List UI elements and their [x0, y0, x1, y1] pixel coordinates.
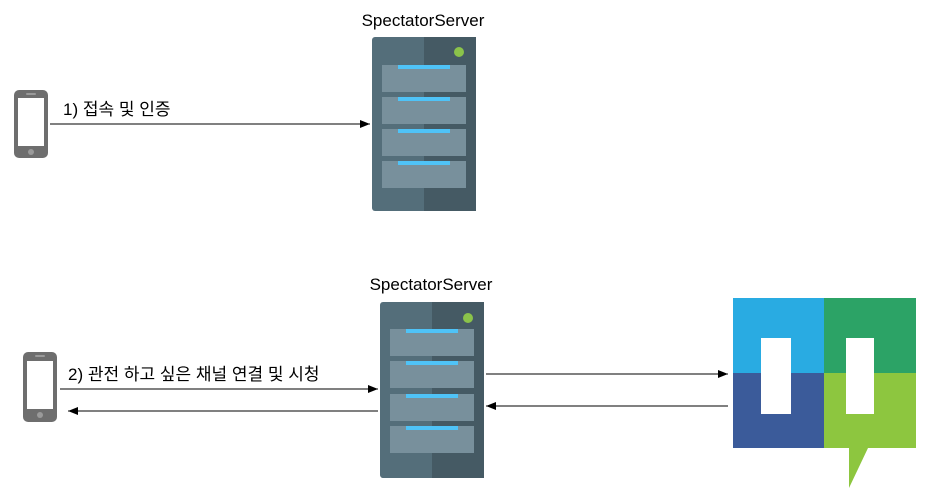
bottom-arrow-label: 2) 관전 하고 싶은 채널 연결 및 시청: [68, 365, 320, 384]
netty-logo: [733, 298, 916, 488]
bottom-phone-icon: [23, 352, 57, 422]
top-phone-icon: [14, 90, 48, 158]
bottom-server-label: SpectatorServer: [370, 275, 493, 294]
top-server-label: SpectatorServer: [362, 11, 485, 30]
top-server-icon: [372, 37, 476, 211]
top-arrow-label: 1) 접속 및 인증: [63, 100, 171, 119]
bottom-server-icon: [380, 302, 484, 478]
